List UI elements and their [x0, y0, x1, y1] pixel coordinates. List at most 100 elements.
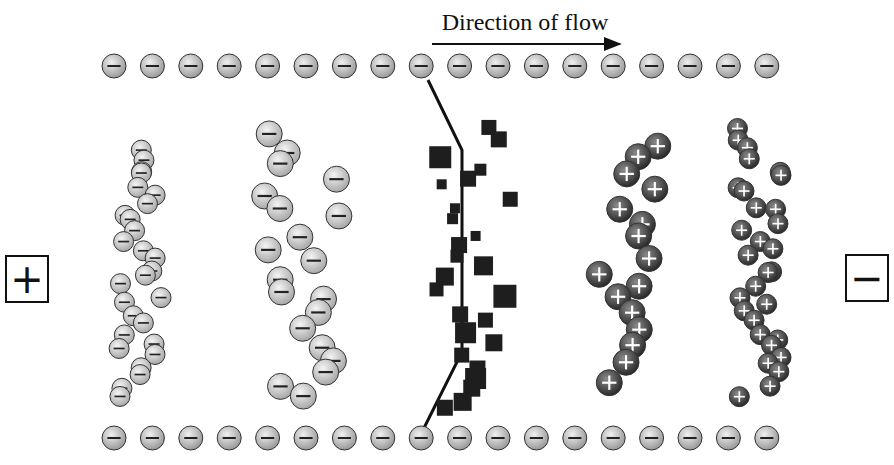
charge-sign: [299, 65, 312, 67]
charge-sign: [258, 195, 272, 197]
ion-circle: [448, 426, 472, 450]
cation: [734, 181, 754, 201]
charge-sign: [118, 241, 129, 243]
neutral-molecule: [474, 164, 486, 176]
anion: [268, 279, 294, 305]
charge-sign: [648, 251, 650, 265]
cation: [586, 261, 612, 287]
anion: [256, 426, 280, 450]
neutral-molecule: [454, 393, 472, 411]
anion: [448, 54, 472, 78]
charge-sign: [743, 186, 745, 197]
charge-sign: [645, 437, 658, 439]
charge-sign: [759, 329, 761, 340]
anion: [563, 426, 587, 450]
neutral-molecule: [450, 203, 460, 213]
charge-sign: [767, 358, 769, 369]
charge-sign: [753, 315, 755, 326]
charge-sign: [150, 354, 161, 356]
charge-sign: [683, 65, 696, 67]
cation: [757, 294, 777, 314]
cation: [642, 176, 668, 202]
neutral-molecule: [491, 131, 507, 147]
anion: [114, 232, 134, 252]
ion-circle: [290, 315, 316, 341]
charge-sign: [775, 204, 777, 215]
ion-circle: [294, 426, 318, 450]
charge-sign: [114, 348, 125, 350]
ion-circle: [601, 54, 625, 78]
cation: [613, 349, 639, 375]
neutral-molecule: [447, 213, 458, 224]
ion-circle: [217, 426, 241, 450]
anion: [109, 338, 129, 358]
charge-sign: [741, 225, 743, 236]
charge-sign: [530, 65, 543, 67]
anion: [524, 54, 548, 78]
ion-circle: [179, 426, 203, 450]
neutral-molecule: [478, 313, 493, 328]
ion-circle: [763, 239, 783, 259]
anion: [290, 315, 316, 341]
cation: [746, 198, 766, 218]
anion: [332, 426, 356, 450]
ion-circle: [256, 426, 280, 450]
charge-sign: [598, 267, 600, 281]
anion: [140, 426, 164, 450]
ion-circle: [114, 232, 134, 252]
charge-sign: [156, 297, 167, 299]
anion: [640, 54, 664, 78]
neutral-molecule: [503, 192, 518, 207]
neutral-molecule: [471, 231, 481, 241]
ion-circle: [716, 54, 740, 78]
ion-circle: [614, 161, 640, 187]
charge-sign: [138, 322, 149, 324]
charge-sign: [132, 187, 143, 189]
charge-sign: [771, 340, 773, 351]
charge-sign: [738, 391, 740, 402]
anion: [640, 426, 664, 450]
anion: [217, 54, 241, 78]
anion: [294, 54, 318, 78]
charge-sign: [780, 170, 782, 181]
ion-circle: [760, 376, 780, 396]
charge-sign: [657, 139, 659, 153]
ion-circle: [287, 224, 313, 250]
ion-circle: [326, 203, 352, 229]
ion-circle: [371, 426, 395, 450]
ion-circle: [332, 426, 356, 450]
ion-circle: [738, 245, 758, 265]
charge-sign: [755, 202, 757, 213]
ion-circle: [524, 54, 548, 78]
anion: [130, 365, 150, 385]
cation: [636, 246, 662, 272]
anion: [110, 274, 130, 294]
charge-sign: [115, 283, 126, 285]
charge-sign: [307, 260, 321, 262]
neutral-molecule: [437, 400, 453, 416]
ion-circle: [267, 196, 293, 222]
charge-sign: [119, 334, 130, 336]
anion: [267, 151, 293, 177]
charge-sign: [626, 167, 628, 181]
charge-sign: [150, 257, 161, 259]
ion-circle: [268, 279, 294, 305]
ion-circle: [636, 246, 662, 272]
cation: [768, 214, 788, 234]
neutral-molecule: [455, 322, 476, 343]
anion: [563, 54, 587, 78]
charge-sign: [138, 159, 149, 161]
ion-circle: [409, 426, 433, 450]
ion-circle: [448, 54, 472, 78]
anion: [486, 54, 510, 78]
ion-circle: [729, 387, 749, 407]
charge-sign: [223, 437, 236, 439]
cation: [596, 370, 622, 396]
ion-circle: [640, 426, 664, 450]
charge-sign: [778, 366, 780, 377]
ion-circle: [140, 426, 164, 450]
ion-circle: [678, 54, 702, 78]
cation: [729, 387, 749, 407]
